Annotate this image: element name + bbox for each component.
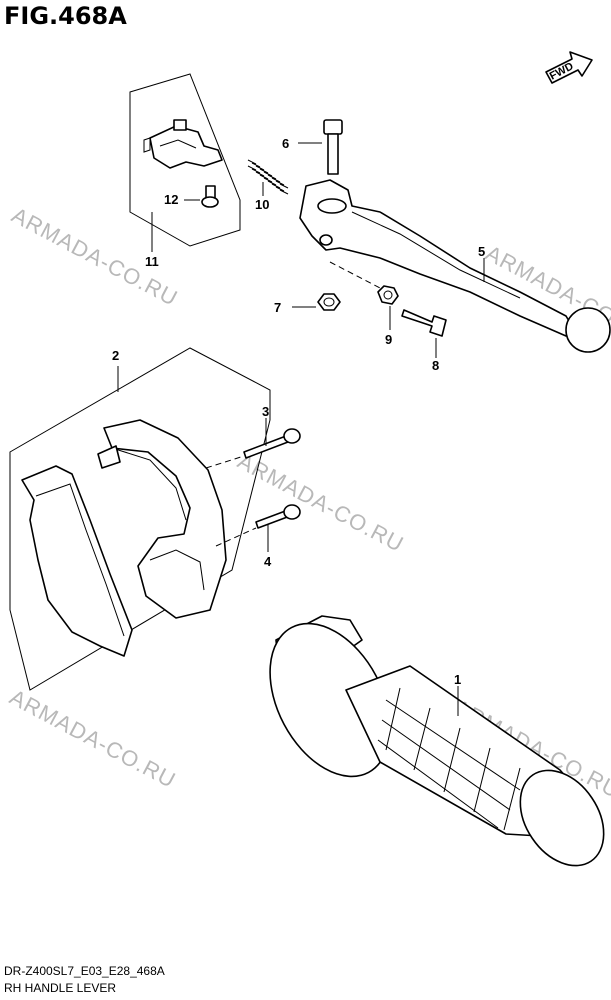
callout-10: 10 <box>255 197 269 212</box>
clamp-group-box <box>9 347 271 691</box>
fwd-arrow-icon: FWD <box>545 51 593 84</box>
screw-part-4 <box>215 504 301 552</box>
callout-9: 9 <box>385 332 392 347</box>
spring-part <box>247 159 289 196</box>
screw-part-12 <box>184 185 219 208</box>
model-code-label: DR-Z400SL7_E03_E28_468A <box>4 964 165 978</box>
callout-3: 3 <box>262 404 269 419</box>
brake-lever-part <box>299 179 611 353</box>
callout-1: 1 <box>454 672 461 687</box>
callout-4: 4 <box>264 554 272 569</box>
callout-8: 8 <box>432 358 439 373</box>
clamp-front-part <box>21 465 133 657</box>
switch-group-box <box>129 73 241 252</box>
pivot-bolt-part <box>298 119 343 175</box>
callout-7: 7 <box>274 300 281 315</box>
callout-6: 6 <box>282 136 289 151</box>
figure-title: FIG.468A <box>4 2 127 30</box>
callout-2: 2 <box>112 348 119 363</box>
bolt-part-8 <box>401 309 447 358</box>
watermark-3: ARMADA-CO.RU <box>234 448 409 557</box>
nut-part-7 <box>292 293 341 311</box>
clamp-rear-part <box>97 419 227 619</box>
grip-part <box>269 615 605 867</box>
callout-labels: 1 2 3 4 5 6 7 8 9 10 11 12 <box>112 136 485 687</box>
nut-part-9 <box>377 285 399 330</box>
brake-switch-part <box>143 119 223 169</box>
callout-11: 11 <box>145 254 159 269</box>
callout-12: 12 <box>164 192 178 207</box>
callout-5: 5 <box>478 244 485 259</box>
screw-part-3 <box>205 418 301 469</box>
watermark-4: ARMADA-CO.RU <box>6 684 181 793</box>
fwd-label: FWD <box>548 60 576 82</box>
figure-caption: RH HANDLE LEVER <box>4 981 117 995</box>
